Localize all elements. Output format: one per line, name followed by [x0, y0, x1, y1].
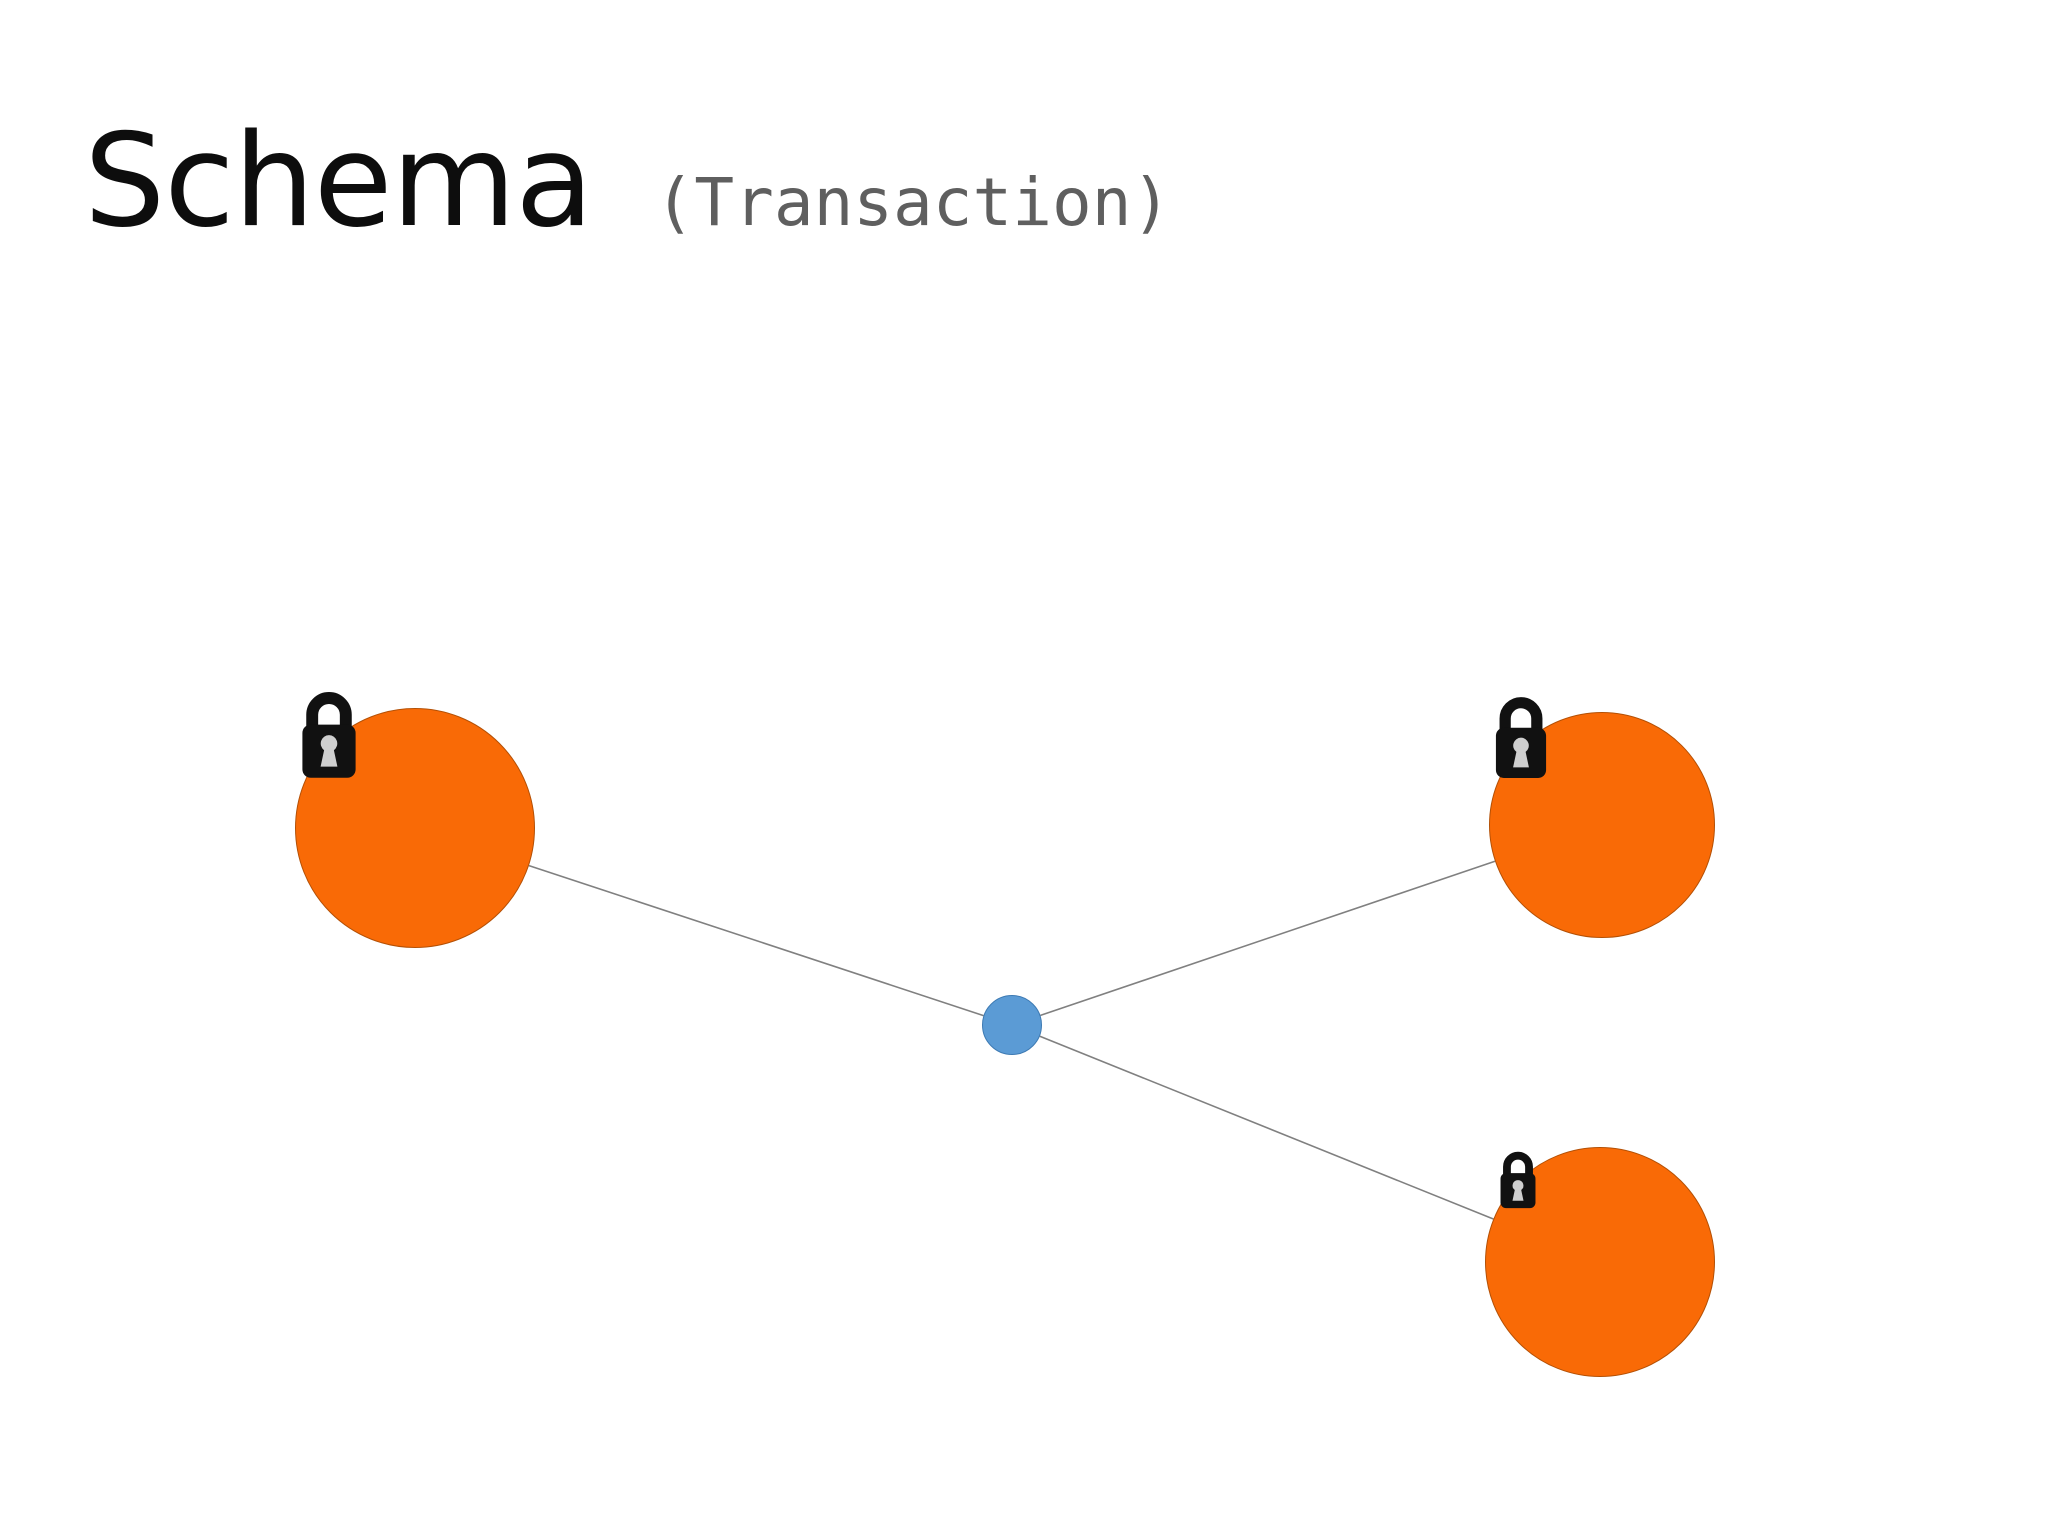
title-block: Schema (Transaction) — [84, 118, 1171, 246]
entity-node[interactable] — [295, 708, 535, 948]
graph-edge — [1040, 860, 1496, 1017]
graph-edge — [528, 864, 984, 1017]
page-title: Schema — [84, 107, 594, 256]
graph-edge — [1039, 1035, 1494, 1220]
hub-node[interactable] — [982, 995, 1042, 1055]
entity-node[interactable] — [1485, 1147, 1715, 1377]
page-subtitle: (Transaction) — [654, 164, 1172, 241]
entity-node[interactable] — [1489, 712, 1715, 938]
